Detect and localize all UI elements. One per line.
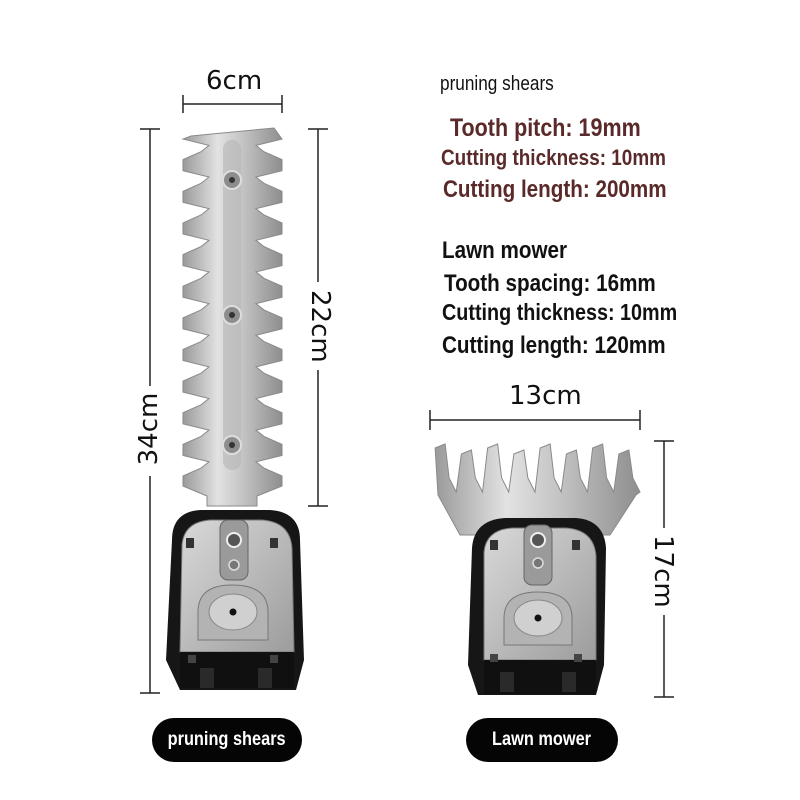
shears-spec-line: Tooth pitch: 19mm (450, 114, 641, 142)
shears-caption-badge: pruning shears (152, 718, 302, 762)
shears-width-label: 6cm (206, 66, 263, 96)
dimension-lines-shears (140, 95, 328, 694)
shears-housing (166, 510, 304, 690)
shears-spec-line: Cutting thickness: 10mm (441, 145, 666, 170)
mower-height-label: 17cm (648, 535, 678, 608)
shears-total-height-label: 34cm (134, 392, 164, 466)
mower-spec-title: Lawn mower (442, 237, 568, 264)
shears-caption-label: pruning shears (167, 729, 287, 750)
mower-blade (434, 443, 641, 536)
mower-spec-line: Tooth spacing: 16mm (444, 270, 656, 297)
mower-housing (468, 518, 606, 695)
mower-spec-line: Cutting thickness: 10mm (442, 299, 678, 325)
mower-caption-badge: Lawn mower (466, 718, 618, 762)
shears-spec-line: Cutting length: 200mm (443, 176, 667, 203)
shears-blade-height-label: 22cm (305, 290, 335, 363)
dimension-lines-mower (429, 410, 674, 698)
mower-width-label: 13cm (509, 381, 582, 411)
shears-spec-title: pruning shears (440, 73, 554, 95)
mower-spec-line: Cutting length: 120mm (442, 332, 666, 359)
shears-blade (181, 127, 283, 507)
mower-caption-label: Lawn mower (492, 729, 592, 750)
